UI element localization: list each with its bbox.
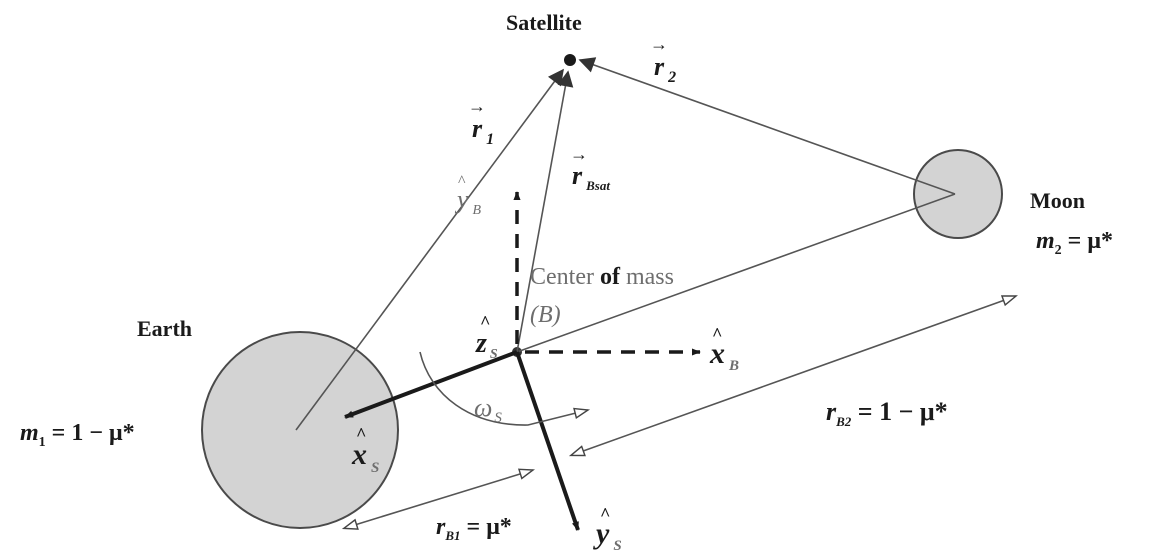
moon-label: Moon <box>1030 188 1085 213</box>
yb-hat-mark: ^ <box>458 173 466 190</box>
ys-axis <box>515 351 580 531</box>
rb2-label: rB2 = 1 − μ* <box>826 397 948 429</box>
rb2-dimension <box>568 295 1018 457</box>
barycenter-label: (B) <box>530 302 561 328</box>
xs-hat-mark: ^ <box>356 424 366 444</box>
omega-arc <box>419 351 591 426</box>
m1-label: m1 = 1 − μ* <box>20 420 135 450</box>
zs-hat-mark: ^ <box>480 312 490 332</box>
earth-body <box>201 331 399 529</box>
r1-vector <box>295 68 564 431</box>
xs-axis <box>344 350 518 419</box>
r2-vector <box>578 57 956 195</box>
r1-arrow-mark: → <box>468 96 486 116</box>
satellite-dot <box>564 54 576 66</box>
xb-hat-mark: ^ <box>712 324 722 344</box>
ys-hat-mark: ^ <box>600 504 610 524</box>
earth-label: Earth <box>137 316 192 341</box>
rbsat-vector <box>516 70 574 353</box>
rbsat-arrow-mark: → <box>570 144 588 164</box>
m2-label: m2 = μ* <box>1036 228 1113 258</box>
rb1-label: rB1 = μ* <box>436 514 512 543</box>
rb1-dimension <box>341 468 536 530</box>
r2-arrow-mark: → <box>650 34 668 54</box>
center-of-mass-label: Center of mass <box>530 264 674 290</box>
satellite-label: Satellite <box>506 10 582 35</box>
moon-body <box>913 149 1003 239</box>
